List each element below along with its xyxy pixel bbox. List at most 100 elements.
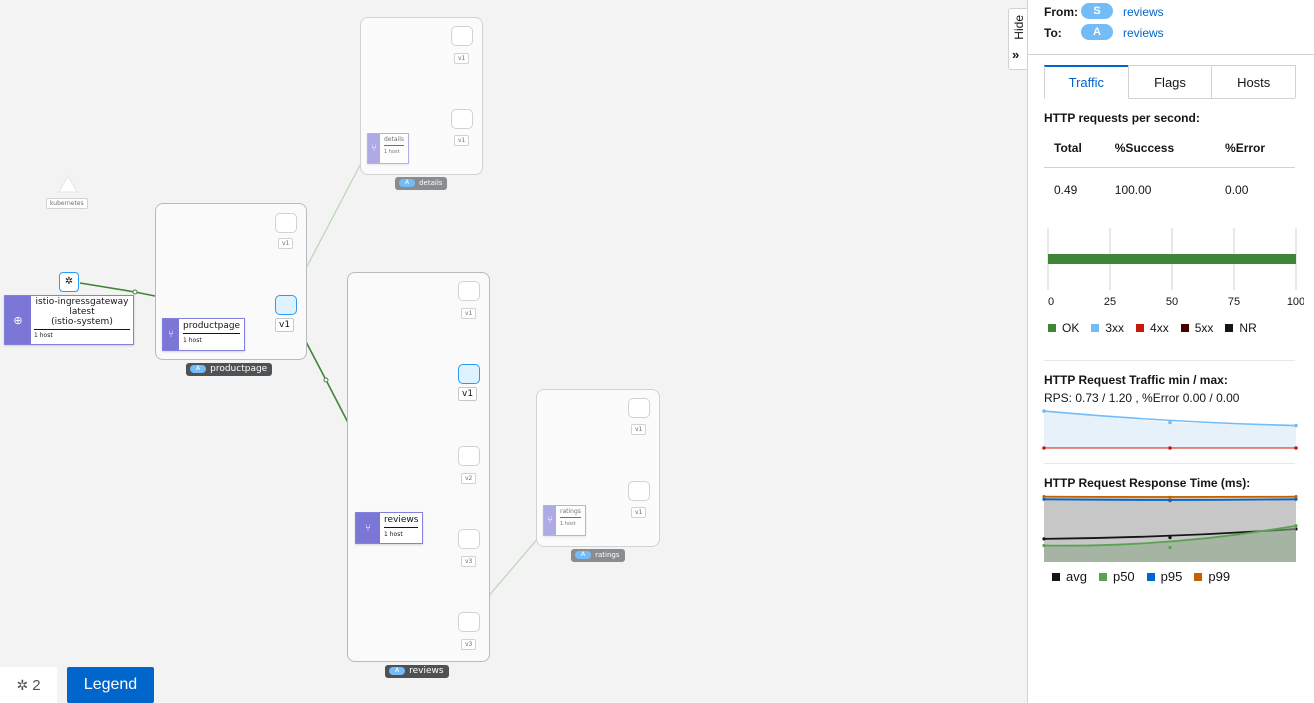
to-link[interactable]: reviews <box>1123 26 1164 40</box>
ratings-app-name: ratings <box>595 551 620 559</box>
tab-traffic[interactable]: Traffic <box>1044 65 1129 99</box>
reviews-version-node[interactable] <box>458 281 480 301</box>
reviews-v3a-label: v3 <box>461 556 477 567</box>
traffic-rps-point <box>1168 420 1172 425</box>
ratings-service-node[interactable]: ⑂ ratings 1 host <box>543 505 586 536</box>
response-title: HTTP Request Response Time (ms): <box>1044 476 1251 490</box>
service-icon: ⑂ <box>163 319 179 350</box>
response-p50-area <box>1044 525 1296 562</box>
ratings-v2-node[interactable] <box>628 398 650 418</box>
productpage-v2-version-node[interactable] <box>275 213 297 233</box>
from-link[interactable]: reviews <box>1123 5 1164 19</box>
legend-label: OK <box>1062 321 1080 335</box>
legend-item: p99 <box>1194 569 1230 584</box>
service-icon: ⑂ <box>368 134 380 163</box>
double-chevron-right-icon: » <box>1012 47 1020 62</box>
legend-label: p99 <box>1208 569 1231 584</box>
app-badge: A <box>399 179 416 187</box>
bar-segment[interactable] <box>1048 254 1296 264</box>
gateway-node[interactable]: ⊕ istio-ingressgateway latest (istio-sys… <box>4 295 134 345</box>
reviews-app-name: reviews <box>409 666 444 676</box>
productpage-service-node[interactable]: ⑂ productpage 1 host <box>162 318 246 351</box>
to-label: To: <box>1044 26 1062 40</box>
app-badge: A <box>190 365 207 373</box>
cluster-count: 2 <box>32 676 41 694</box>
productpage-v2-label: v1 <box>278 238 294 249</box>
traffic-error-point <box>1042 446 1046 450</box>
from-badge: S <box>1081 3 1113 19</box>
details-service-name: details <box>384 136 404 146</box>
legend-swatch <box>1180 324 1189 332</box>
kubernetes-triangle-icon[interactable] <box>58 174 78 193</box>
legend-item: p95 <box>1146 569 1183 584</box>
app-badge: A <box>389 667 406 675</box>
legend-label: p50 <box>1112 569 1135 584</box>
bar-tick-label: 50 <box>1166 296 1178 308</box>
legend-swatch <box>1146 573 1155 581</box>
reviews-service-node[interactable]: ⑂ reviews 1 host <box>355 512 424 544</box>
traffic-error-point <box>1168 446 1172 450</box>
legend-swatch <box>1194 573 1203 581</box>
gateway-icon: ⊕ <box>5 296 31 344</box>
details-service-node[interactable]: ⑂ details 1 host <box>367 133 409 164</box>
rates-header-total: Total <box>1044 129 1105 168</box>
legend-label: p95 <box>1160 569 1183 584</box>
graph-canvas[interactable]: http kubernetes ✲ ⊕ istio-ingressgateway… <box>0 0 1028 703</box>
app-badge: A <box>575 551 592 559</box>
hide-panel-tab[interactable]: Hide » <box>1008 8 1028 70</box>
topology-icon: ✲ <box>16 676 29 693</box>
productpage-service-name: productpage <box>183 321 241 334</box>
reviews-version-label: v1 <box>461 308 477 319</box>
reviews-app-box[interactable] <box>347 272 490 662</box>
rates-header-error: %Error <box>1215 129 1295 168</box>
ratings-v1-node[interactable] <box>628 481 650 501</box>
legend-swatch <box>1048 324 1056 332</box>
productpage-v1-node[interactable] <box>275 295 297 315</box>
legend-item: 3xx <box>1091 321 1124 335</box>
gateway-cluster-icon[interactable]: ✲ <box>59 272 79 292</box>
legend-button[interactable]: Legend <box>67 667 154 703</box>
details-v2-node[interactable] <box>451 26 473 46</box>
service-icon: ⑂ <box>544 506 556 535</box>
reviews-v2-node[interactable] <box>458 446 480 466</box>
ratings-service-hosts: 1 host <box>560 521 576 527</box>
section-divider <box>1044 360 1295 361</box>
legend-item: p50 <box>1098 569 1135 584</box>
tab-flags[interactable]: Flags <box>1127 65 1213 98</box>
hide-label: Hide <box>1012 15 1026 40</box>
traffic-area <box>1044 411 1296 448</box>
gateway-hosts: 1 host <box>34 329 130 339</box>
reviews-v1-label: v1 <box>458 387 478 401</box>
bar-tick-label: 100 <box>1287 296 1304 308</box>
legend-swatch <box>1091 324 1100 332</box>
tab-hosts[interactable]: Hosts <box>1211 65 1297 98</box>
response-p50-point <box>1168 545 1172 550</box>
cluster-toggle[interactable]: ✲ 2 <box>0 667 57 703</box>
productpage-service-hosts: 1 host <box>183 337 202 344</box>
reviews-v3a-node[interactable] <box>458 529 480 549</box>
reviews-v3-node[interactable] <box>458 612 480 632</box>
traffic-rps-line <box>1043 410 1297 427</box>
response-p99-point <box>1168 495 1172 499</box>
reviews-v1-node[interactable] <box>458 364 480 384</box>
panel-tabs: Traffic Flags Hosts <box>1044 65 1297 99</box>
response-p99-point <box>1294 495 1298 499</box>
response-p95-point <box>1168 499 1172 503</box>
details-v1-node[interactable] <box>451 109 473 129</box>
response-p50-line <box>1043 524 1297 547</box>
details-v1-label: v1 <box>454 135 470 146</box>
response-avg-point <box>1042 537 1046 541</box>
traffic-sparkline <box>1042 409 1298 450</box>
details-app-name: details <box>419 179 443 187</box>
traffic-rps-point <box>1042 409 1046 413</box>
reviews-service-hosts: 1 host <box>384 531 403 538</box>
rates-value-total: 0.49 <box>1054 183 1078 197</box>
legend-label: 4xx <box>1150 321 1169 335</box>
response-p50-point <box>1042 543 1046 548</box>
